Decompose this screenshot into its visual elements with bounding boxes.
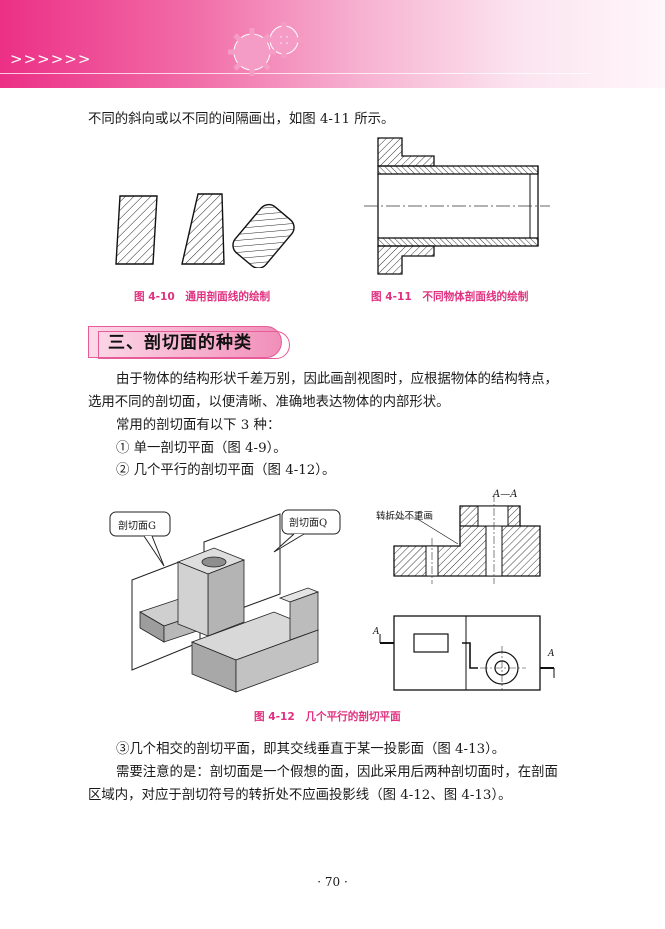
list-item-3: ③几个相交的剖切平面，即其交线垂直于某一投影面（图 4-13）。 [116,742,506,757]
list-item-2: ② 几个平行的剖切平面（图 4-12）。 [116,463,336,478]
intro-line: 不同的斜向或以不同的间隔画出，如图 4-11 所示。 [88,112,395,127]
list-item-1: ① 单一剖切平面（图 4-9）。 [116,441,287,456]
label-cutting-plane-g: 剖切面G [118,521,156,532]
figure-4-12-isometric-drawing [109,509,341,693]
page-header-band: >>>>>> [0,0,665,88]
paragraph-3-line-2: 区域内，对应于剖切符号的转折处不应画投影线（图 4-12、图 4-13）。 [88,788,512,803]
figure-4-11-drawing [364,137,550,275]
gears-icon [228,22,302,76]
chevron-decoration: >>>>>> [10,50,92,68]
label-mark-a-left: A [373,627,380,637]
label-mark-a-right: A [548,649,555,659]
section-label-a-a: A—A [493,489,518,500]
figure-4-10-caption: 图 4-10 通用剖面线的绘制 [134,291,271,303]
paragraph-3-line-1: 需要注意的是：剖切面是一个假想的面，因此采用后两种剖切面时，在剖面 [116,765,558,780]
paragraph-1-line-2: 选用不同的剖切面，以便清晰、准确地表达物体的内部形状。 [88,395,450,410]
section-heading-title: 三、剖切面的种类 [108,333,252,353]
section-heading-outline [98,331,290,359]
figure-4-12-orthographic-drawing [378,494,555,691]
figure-4-10-drawing [115,193,295,268]
figure-4-11-caption: 图 4-11 不同物体剖面线的绘制 [371,291,529,303]
label-no-line-at-bend: 转折处不重画 [376,511,434,522]
paragraph-2: 常用的剖切面有以下 3 种： [116,418,281,433]
page-number: · 70 · [317,875,348,889]
header-rule [0,73,590,74]
label-cutting-plane-q: 剖切面Q [289,518,328,529]
figure-4-12-caption: 图 4-12 几个平行的剖切平面 [254,711,401,723]
paragraph-1-line-1: 由于物体的结构形状千差万别，因此画剖视图时，应根据物体的结构特点， [116,372,558,387]
section-heading: 三、剖切面的种类 [88,326,293,359]
